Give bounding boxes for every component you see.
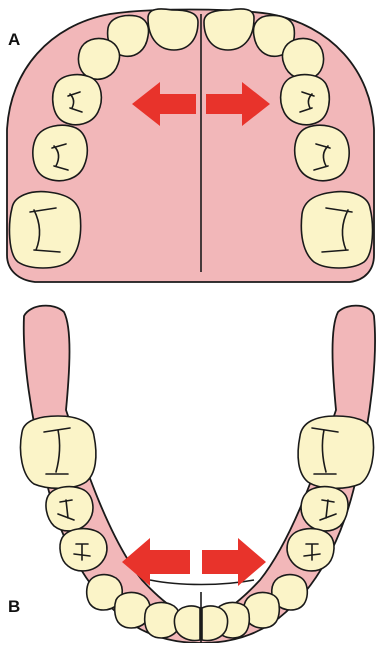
tooth-icon [287,529,334,571]
expansion-arrow-icon [202,538,266,586]
lower-arch [21,306,376,643]
tooth-icon [298,416,373,488]
tooth-icon [282,38,323,79]
tooth-icon [10,192,81,268]
tooth-icon [60,529,107,571]
panel-label-a: A [8,30,20,50]
tooth-icon [53,75,102,125]
tooth-icon [281,75,330,125]
tooth-icon [78,38,119,79]
lower-molars [21,416,374,488]
tooth-icon [301,192,372,268]
upper-arch [7,9,374,282]
tooth-icon [295,125,349,180]
tooth-icon [33,125,87,180]
lower-premolars [46,487,348,571]
tooth-icon [46,487,93,531]
tooth-icon [301,487,348,531]
tooth-icon [21,416,96,488]
panel-label-b: B [8,597,20,617]
